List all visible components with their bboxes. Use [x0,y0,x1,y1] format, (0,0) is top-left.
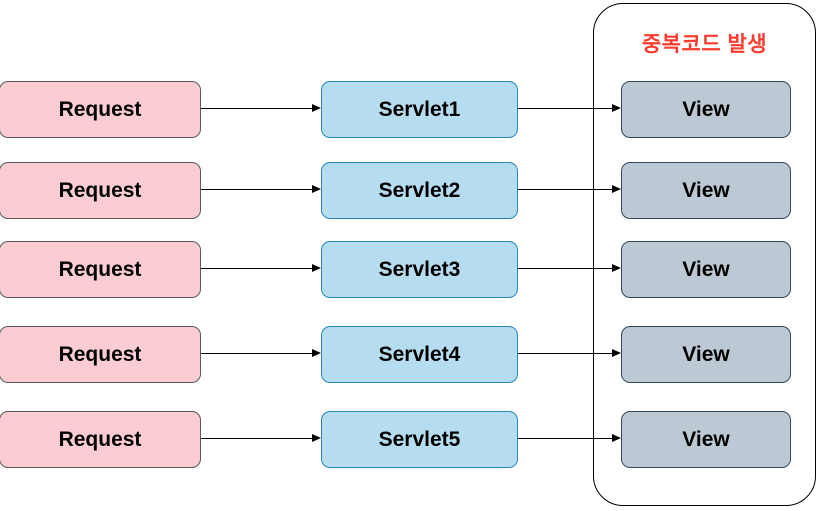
request-box: Request [0,162,201,219]
arrow-servlet-to-view [518,433,621,442]
request-label: Request [58,342,142,366]
servlet-label: Servlet1 [378,97,461,121]
view-box: View [621,81,791,138]
arrow-request-to-servlet [201,433,321,442]
servlet-label: Servlet4 [378,342,461,366]
request-box: Request [0,411,201,468]
flow-row-4: Request Servlet4 View [0,326,821,383]
arrow-servlet-to-view [518,263,621,272]
view-label: View [682,342,730,366]
view-box: View [621,162,791,219]
view-label: View [682,257,730,281]
view-box: View [621,326,791,383]
arrow-request-to-servlet [201,263,321,272]
request-label: Request [58,97,142,121]
servlet-box: Servlet3 [321,241,518,298]
servlet-label: Servlet3 [378,257,461,281]
flow-row-2: Request Servlet2 View [0,162,821,219]
arrow-servlet-to-view [518,103,621,112]
arrow-request-to-servlet [201,103,321,112]
flow-row-1: Request Servlet1 View [0,81,821,138]
servlet-box: Servlet1 [321,81,518,138]
view-label: View [682,178,730,202]
request-label: Request [58,178,142,202]
view-box: View [621,411,791,468]
arrow-servlet-to-view [518,348,621,357]
servlet-box: Servlet4 [321,326,518,383]
arrow-request-to-servlet [201,184,321,193]
servlet-box: Servlet5 [321,411,518,468]
servlet-label: Servlet2 [378,178,461,202]
flow-row-5: Request Servlet5 View [0,411,821,468]
duplicate-code-title: 중복코드 발생 [641,33,768,56]
arrow-request-to-servlet [201,348,321,357]
servlet-label: Servlet5 [378,427,461,451]
arrow-servlet-to-view [518,184,621,193]
request-box: Request [0,326,201,383]
request-box: Request [0,241,201,298]
request-box: Request [0,81,201,138]
request-label: Request [58,257,142,281]
view-label: View [682,97,730,121]
request-label: Request [58,427,142,451]
flow-row-3: Request Servlet3 View [0,241,821,298]
view-label: View [682,427,730,451]
servlet-box: Servlet2 [321,162,518,219]
view-box: View [621,241,791,298]
